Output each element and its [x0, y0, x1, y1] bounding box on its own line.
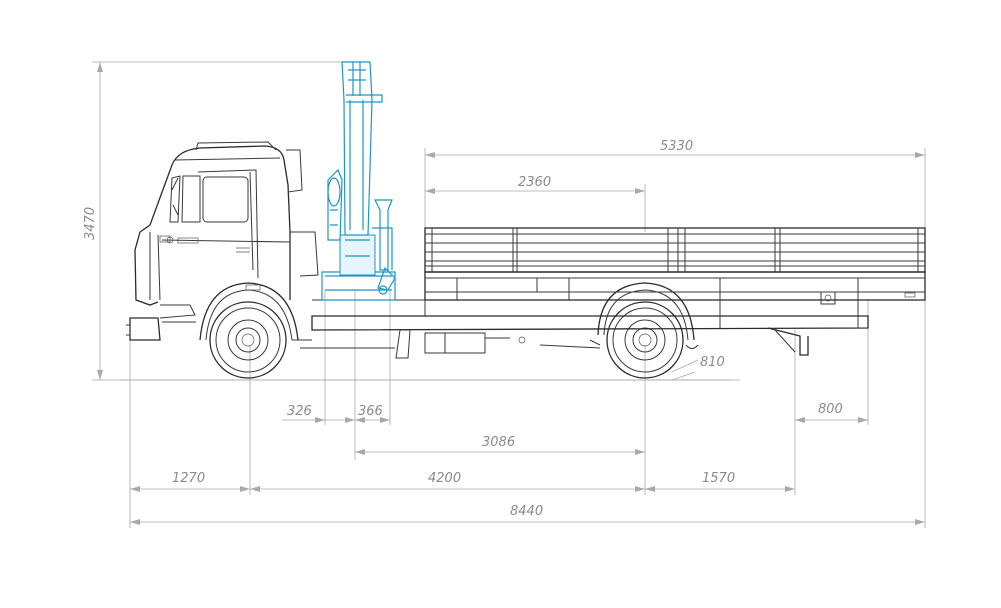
dim-wheelbase: 4200 — [428, 471, 461, 486]
dim-height-total: 3470 — [83, 207, 98, 240]
dim-rear-overhang: 1570 — [702, 471, 735, 486]
dim-crane-to-rear-axle: 3086 — [482, 435, 515, 450]
front-wheel — [209, 301, 287, 379]
cargo-platform — [424, 227, 926, 328]
dim-front-overhang: 1270 — [172, 471, 205, 486]
dim-rear-overhang-step: 800 — [818, 402, 843, 417]
dim-total-length: 8440 — [510, 504, 543, 519]
dimension-lines — [92, 61, 926, 528]
truck-cab — [126, 141, 319, 341]
chassis-frame — [292, 299, 869, 359]
dim-ground-clearance: 810 — [700, 355, 725, 370]
dim-crane-offset-a: 326 — [287, 404, 312, 419]
loader-crane — [321, 61, 396, 301]
dim-crane-offset-b: 366 — [358, 404, 383, 419]
dim-platform-length: 5330 — [660, 139, 693, 154]
dim-crane-clearance: 2360 — [518, 175, 551, 190]
rear-wheel — [606, 301, 684, 379]
dimension-labels: 3470 5330 2360 810 326 366 3086 800 1270… — [83, 139, 843, 519]
